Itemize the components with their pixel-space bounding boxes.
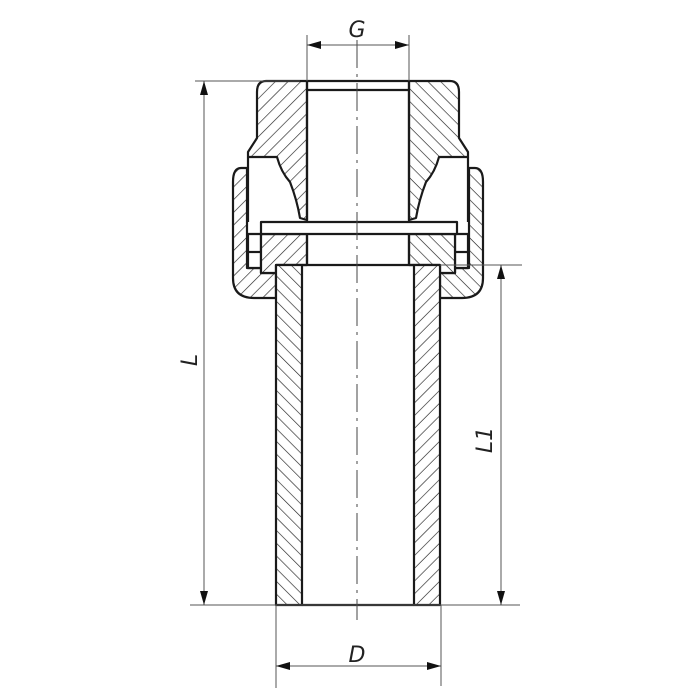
label-G: G — [348, 18, 365, 43]
dimension-L1: L1 — [473, 265, 505, 605]
washer — [259, 220, 459, 236]
label-L: L — [178, 354, 203, 366]
label-L1: L1 — [473, 427, 498, 453]
label-D: D — [349, 643, 366, 668]
dimension-D: D — [276, 643, 441, 670]
dimension-L: L — [178, 81, 208, 605]
right-half — [407, 79, 485, 607]
dimension-G: G — [307, 18, 409, 49]
left-half — [231, 79, 309, 607]
